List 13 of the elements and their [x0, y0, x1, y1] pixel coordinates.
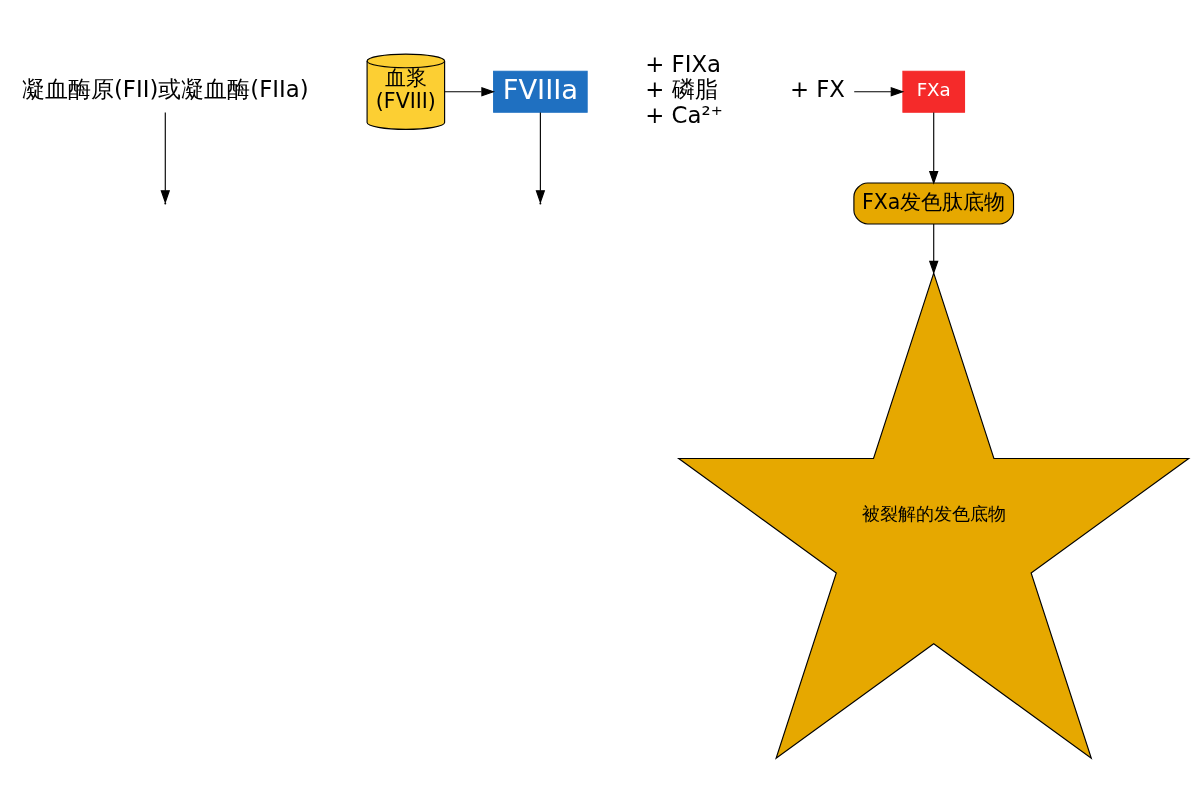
label: + 磷脂: [645, 76, 718, 103]
arrow: [444, 86, 496, 97]
arrow: [160, 111, 171, 204]
label: + FIXa: [645, 51, 722, 78]
label: + Ca²⁺: [645, 101, 723, 128]
arrow: [928, 223, 939, 275]
node-box: FXa发色肽底物: [853, 182, 1015, 225]
node-text: 凝血酶原(FII)或凝血酶(FIIa): [21, 76, 309, 103]
node-box: FXa: [902, 70, 966, 113]
arrow: [928, 111, 939, 185]
arrow: [853, 86, 905, 97]
node-text: + FX: [789, 76, 845, 103]
node-box: FVIIIa: [493, 70, 588, 113]
